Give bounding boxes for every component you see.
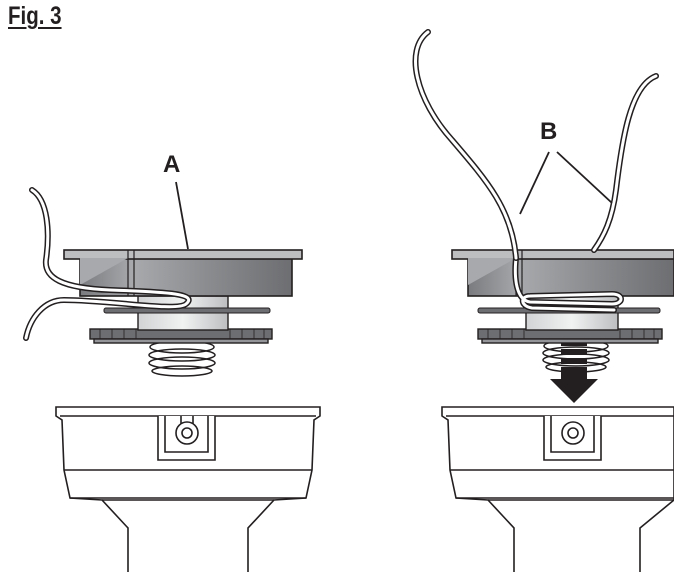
left-bottom-flange: [89, 328, 273, 344]
right-bottom-flange: [477, 328, 663, 344]
left-spring: [148, 340, 216, 377]
right-spool: [451, 249, 674, 297]
figure-title: Fig. 3: [8, 2, 62, 30]
callout-a-leader: [175, 181, 189, 250]
right-wound-line: [512, 255, 624, 313]
right-housing: [441, 406, 674, 572]
left-housing: [55, 406, 321, 572]
right-trimmer-lines: [412, 29, 659, 261]
left-assembly: A: [23, 151, 321, 572]
callout-a: A: [163, 151, 180, 178]
callout-b-leader-1: [519, 151, 550, 215]
left-spool-groove: [103, 307, 271, 314]
callout-b: B: [540, 118, 557, 145]
left-trimmer-line: [23, 187, 192, 341]
callout-b-leader-2: [556, 151, 613, 204]
right-assembly: B: [412, 29, 674, 572]
